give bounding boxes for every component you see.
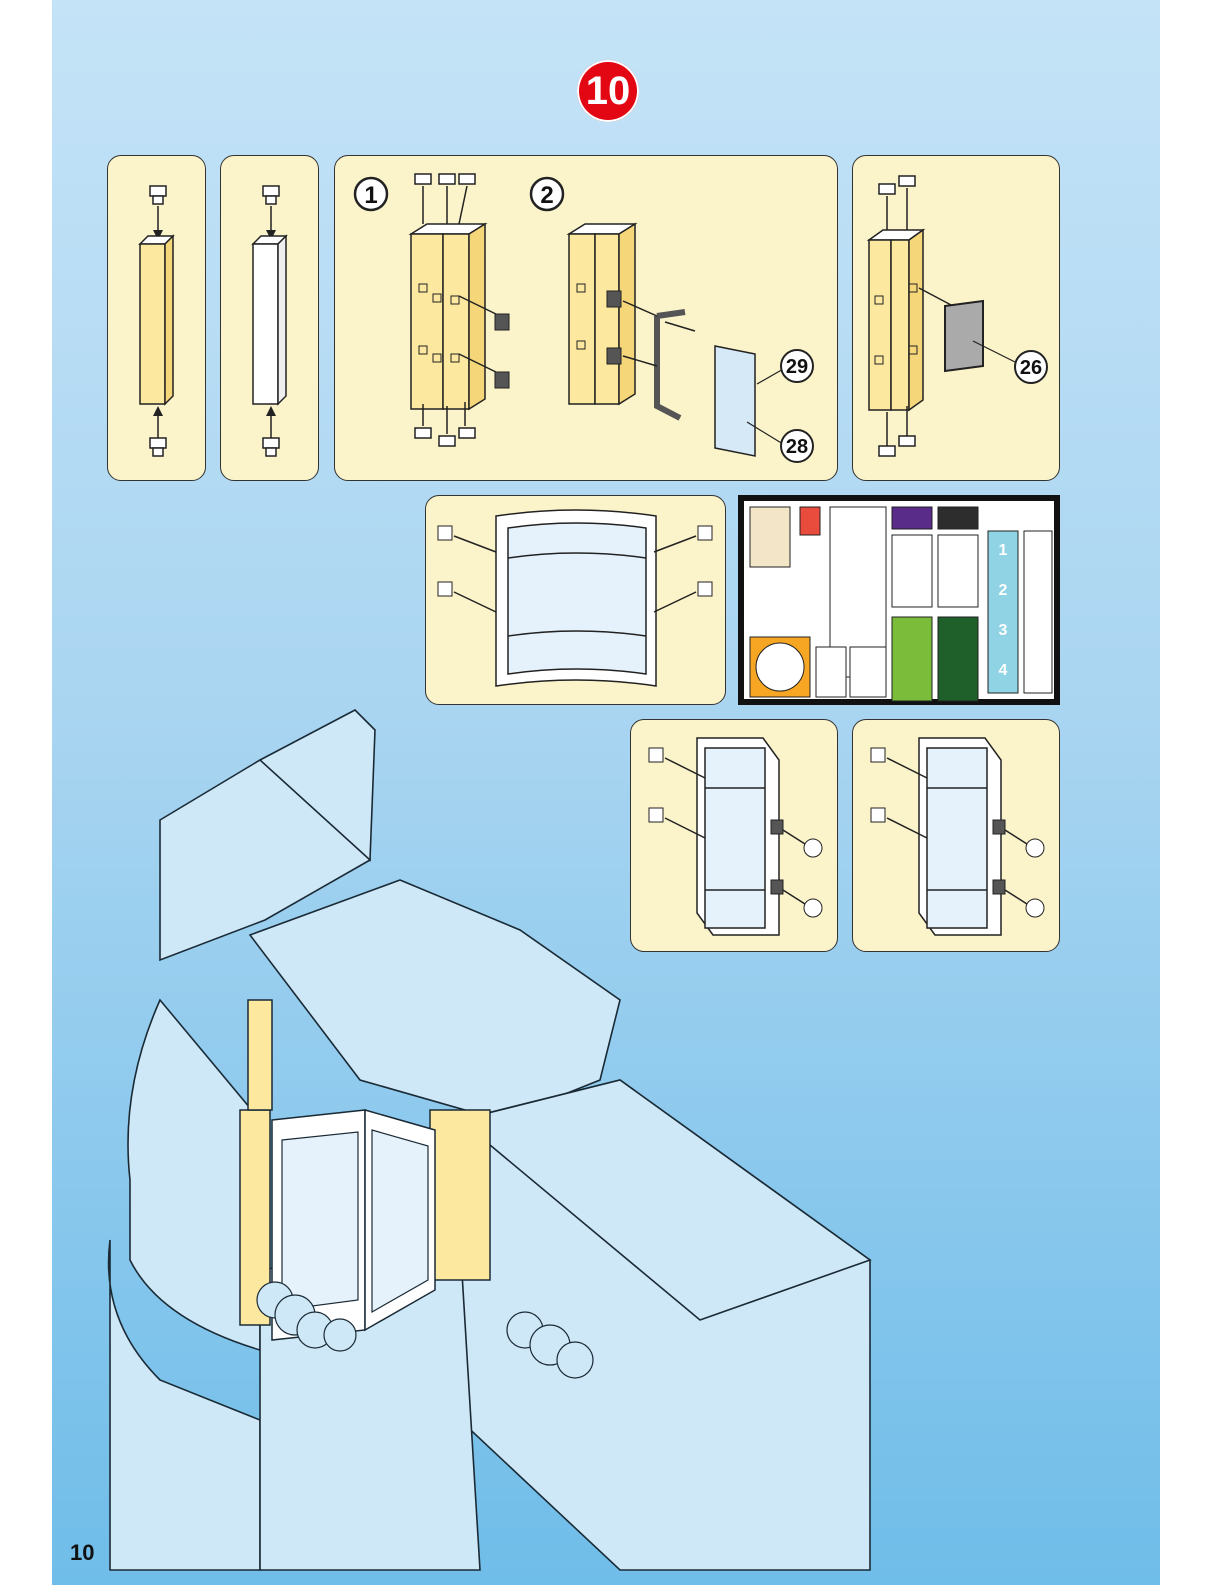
sticker-label-1: 1 (999, 542, 1008, 559)
sticker-sheet: 1 2 3 4 (738, 495, 1060, 705)
curved-window-diagram (426, 496, 726, 705)
pillar-frame-diagram: 26 (853, 156, 1060, 481)
sticker-label-3: 3 (999, 622, 1008, 639)
pillar-yellow (140, 244, 165, 404)
sticker-sheet-art: 1 2 3 4 (740, 497, 1058, 703)
callout-29: 29 (781, 350, 813, 382)
frame-part-26 (945, 301, 983, 371)
svg-text:28: 28 (786, 436, 808, 458)
svg-text:29: 29 (786, 356, 808, 378)
panel-curved-window (425, 495, 726, 705)
pillar-white (253, 244, 278, 404)
step-number-badge: 10 (577, 60, 639, 122)
callout-28: 28 (781, 430, 813, 462)
sticker-label-4: 4 (999, 662, 1008, 679)
building-assembly-illustration (100, 700, 900, 1580)
pillar-white-diagram (221, 156, 319, 481)
sub-step-1: 1 (355, 178, 387, 210)
svg-text:2: 2 (540, 182, 553, 209)
pillar-yellow-diagram (108, 156, 206, 481)
sticker-label-2: 2 (999, 582, 1008, 599)
svg-text:1: 1 (364, 182, 377, 209)
svg-text:26: 26 (1020, 357, 1042, 379)
sub-step-2: 2 (531, 178, 563, 210)
page-number: 10 (70, 1540, 94, 1566)
panel-pillar-white (220, 155, 319, 481)
double-pillar-left (411, 174, 509, 446)
panel-double-pillar: 1 2 (334, 155, 838, 481)
panel-pillar-yellow (107, 155, 206, 481)
double-pillar-right (569, 224, 785, 456)
window-pane-28 (715, 346, 755, 456)
double-pillar-diagram: 1 2 (335, 156, 838, 481)
panel-pillar-frame: 26 (852, 155, 1060, 481)
callout-26: 26 (1015, 351, 1047, 383)
